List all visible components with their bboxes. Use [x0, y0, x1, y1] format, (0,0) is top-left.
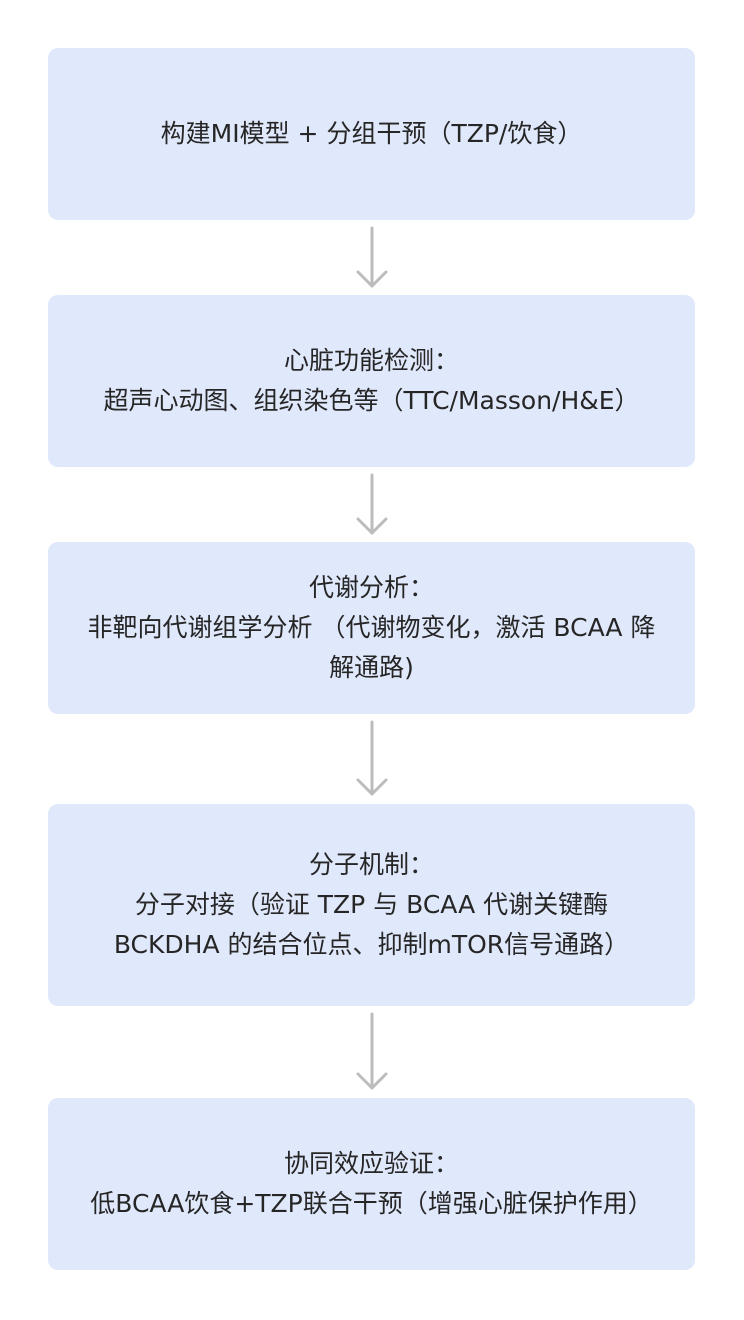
step-3-title: 代谢分析：	[308, 573, 434, 602]
step-3-detail-line-1: 非靶向代谢组学分析 （代谢物变化，激活 BCAA 降	[87, 613, 656, 642]
arrow-down-icon	[356, 473, 388, 535]
step-4-title: 分子机制：	[308, 850, 434, 879]
step-2-box: 心脏功能检测： 超声心动图、组织染色等（TTC/Masson/H&E）	[48, 295, 695, 467]
step-4-detail-line-1: 分子对接（验证 TZP 与 BCAA 代谢关键酶	[134, 890, 609, 919]
step-3-box: 代谢分析： 非靶向代谢组学分析 （代谢物变化，激活 BCAA 降 解通路)	[48, 542, 695, 714]
step-1-text: 构建MI模型 + 分组干预（TZP/饮食）	[160, 119, 583, 148]
step-5-title: 协同效应验证：	[283, 1149, 459, 1178]
arrow-down-icon	[356, 1012, 388, 1090]
step-4-box: 分子机制： 分子对接（验证 TZP 与 BCAA 代谢关键酶 BCKDHA 的结…	[48, 804, 695, 1006]
arrow-down-icon	[356, 226, 388, 288]
arrow-down-icon	[356, 720, 388, 796]
step-4-detail-line-2: BCKDHA 的结合位点、抑制mTOR信号通路）	[113, 930, 630, 959]
step-5-box: 协同效应验证： 低BCAA饮食+TZP联合干预（增强心脏保护作用）	[48, 1098, 695, 1270]
step-5-detail: 低BCAA饮食+TZP联合干预（增强心脏保护作用）	[90, 1189, 653, 1218]
step-1-box: 构建MI模型 + 分组干预（TZP/饮食）	[48, 48, 695, 220]
step-2-title: 心脏功能检测：	[283, 346, 459, 375]
step-2-detail: 超声心动图、组织染色等（TTC/Masson/H&E）	[103, 386, 640, 415]
step-3-detail-line-2: 解通路)	[329, 653, 414, 682]
